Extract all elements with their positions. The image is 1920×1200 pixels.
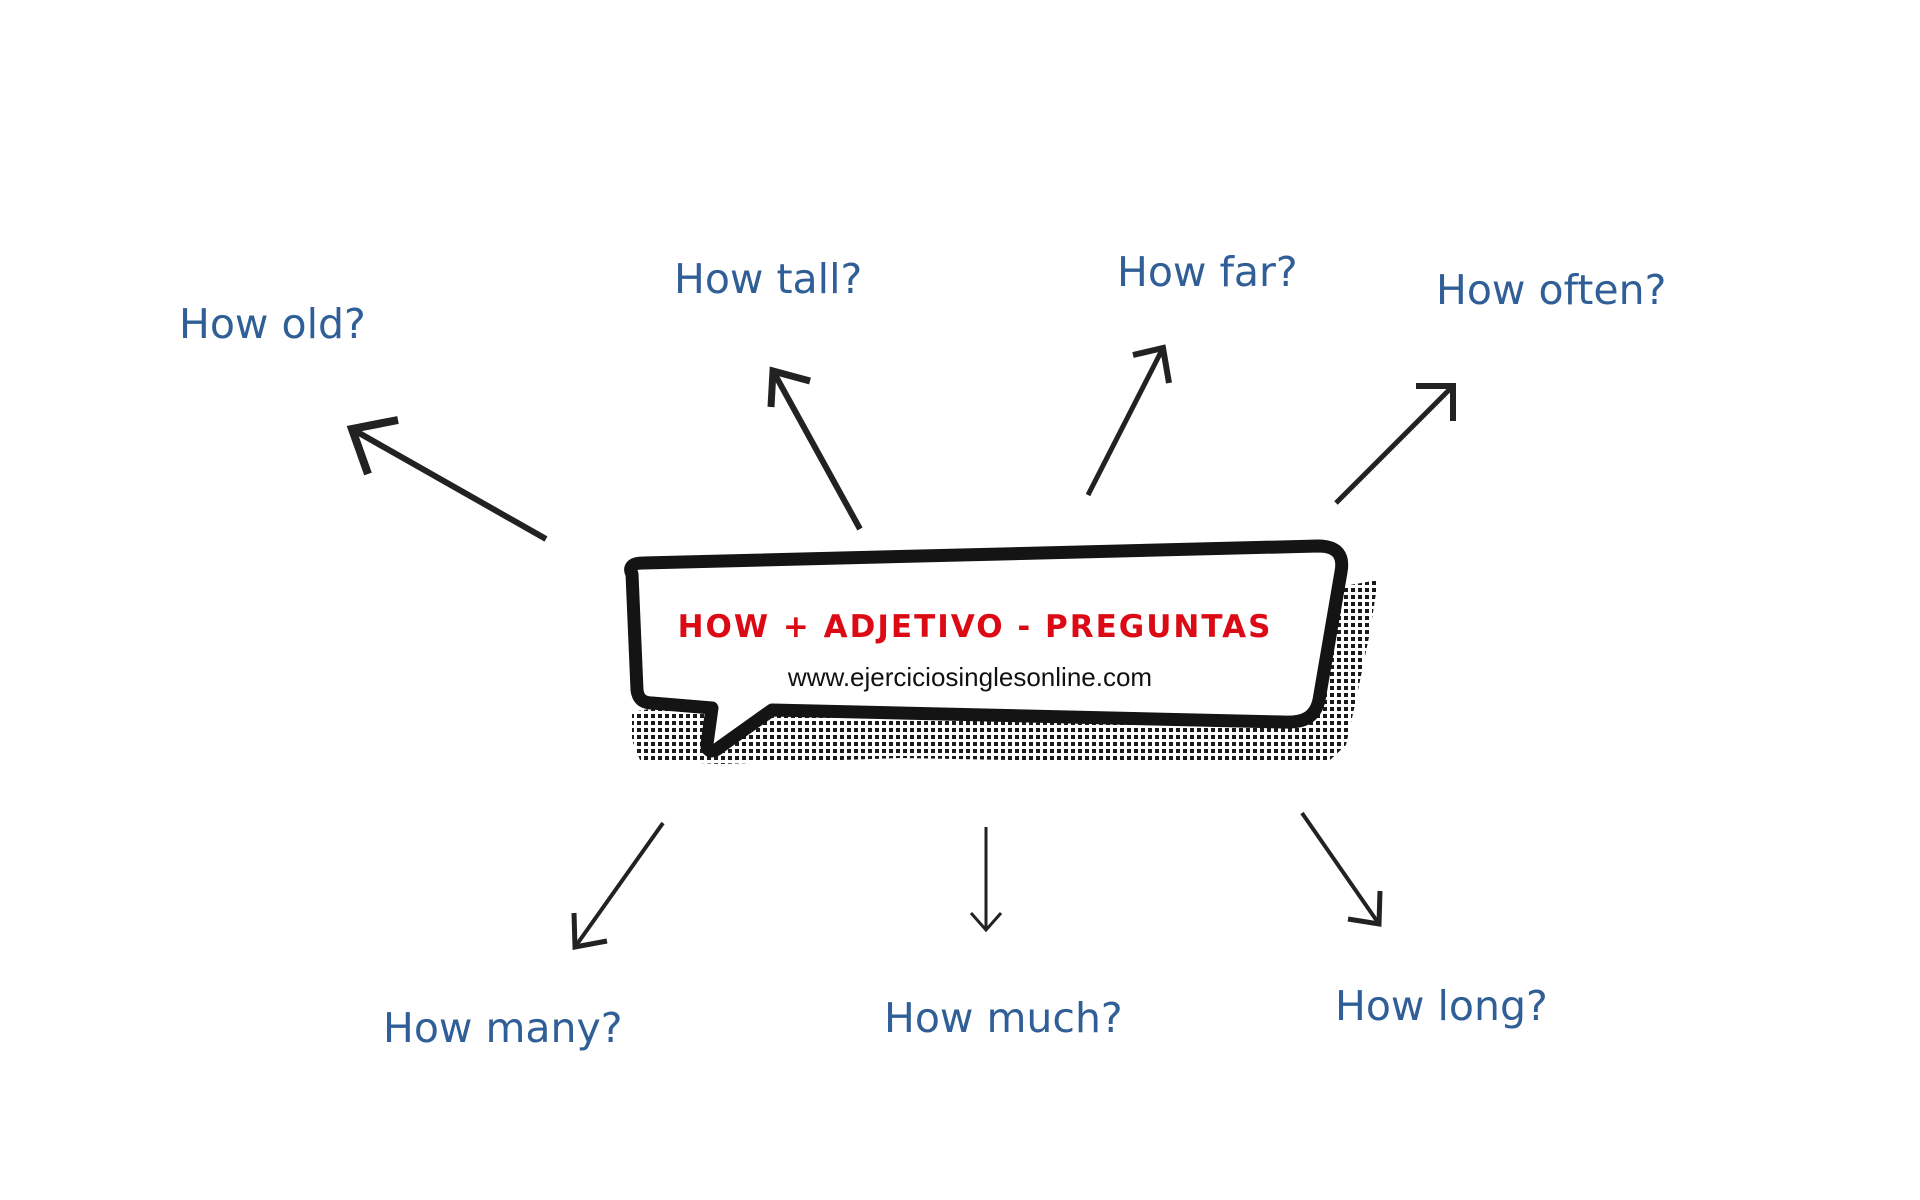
arrow-how-old xyxy=(346,416,548,542)
speech-bubble xyxy=(624,539,1349,758)
label-how-old: How old? xyxy=(179,300,366,348)
label-how-much: How much? xyxy=(884,994,1123,1042)
label-how-often: How often? xyxy=(1436,266,1667,314)
arrow-how-long xyxy=(1300,811,1383,927)
bubble-website-url: www.ejerciciosinglesonline.com xyxy=(787,662,1153,692)
bubble-title: HOW + ADJETIVO - PREGUNTAS xyxy=(677,609,1273,645)
arrow-how-much xyxy=(969,827,1003,933)
label-how-far: How far? xyxy=(1117,248,1298,296)
arrow-how-often xyxy=(1334,383,1456,505)
label-how-long: How long? xyxy=(1335,982,1548,1030)
label-how-tall: How tall? xyxy=(674,255,863,303)
arrow-how-many xyxy=(571,821,665,950)
arrow-how-tall xyxy=(767,366,863,531)
arrow-how-far xyxy=(1085,344,1172,497)
label-how-many: How many? xyxy=(383,1004,623,1052)
